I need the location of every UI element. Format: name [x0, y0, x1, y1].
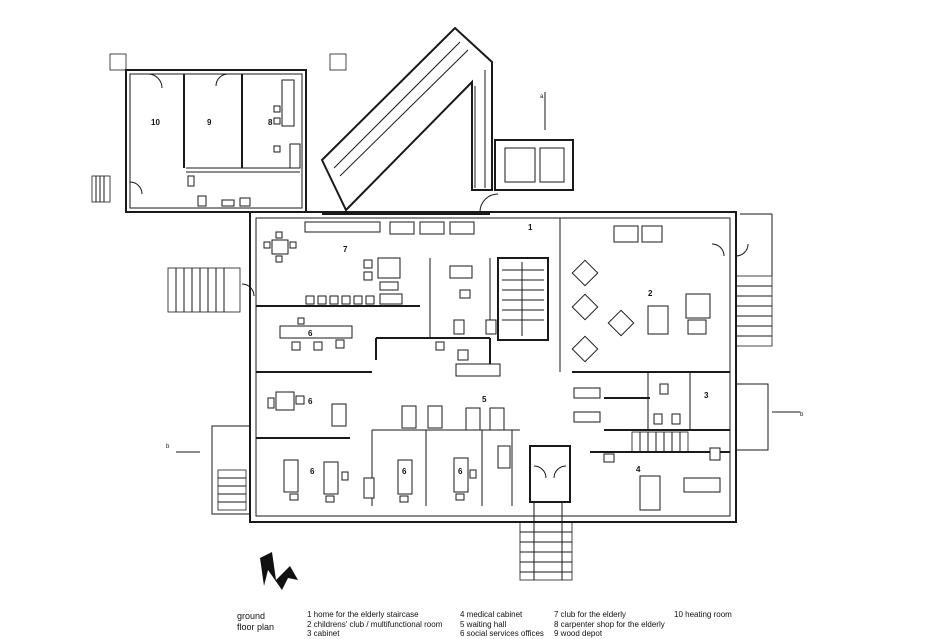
plan-title: ground floor plan	[237, 611, 274, 633]
north-arrow-icon	[260, 552, 298, 590]
legend-item: 9 wood depot	[554, 629, 603, 638]
legend-item: 8 carpenter shop for the elderly	[554, 619, 665, 629]
room-label-10: 10	[151, 118, 160, 127]
legend-column-4: 10 heating room	[674, 610, 732, 620]
room-label-7: 7	[343, 245, 348, 254]
room-label-9: 9	[207, 118, 212, 127]
legend-item: 6 social services offices	[460, 629, 544, 638]
legend-item: 7 club for the elderly	[554, 610, 627, 619]
legend-column-3: 7 club for the elderly 8 carpenter shop …	[554, 610, 665, 639]
legend-item: 3 cabinet	[307, 629, 340, 638]
legend-item: 5 waiting hall	[460, 619, 507, 629]
section-markers: a b b	[166, 94, 804, 453]
legend-column-1: 1 home for the elderly staircase 2 child…	[307, 610, 442, 639]
section-marker-b-right: b	[800, 412, 804, 418]
plan-title-line2: floor plan	[237, 622, 275, 632]
section-marker-a-top: a	[540, 94, 544, 100]
room-labels: 1 2 3 4 5 6 6 6 6 6 7 8 9 10	[151, 118, 709, 476]
furniture	[263, 225, 721, 511]
room-label-3: 3	[704, 391, 709, 400]
legend-item: 2 childrens' club / multifunctional room	[307, 619, 443, 629]
legend-item: 4 medical cabinet	[460, 610, 523, 619]
room-label-4: 4	[636, 465, 641, 474]
room-label-2: 2	[648, 289, 653, 298]
stair-tower	[494, 92, 574, 191]
plan-title-line1: ground	[237, 611, 266, 621]
room-label-6c: 6	[310, 467, 315, 476]
room-label-6b: 6	[308, 397, 313, 406]
legend-item: 10 heating room	[674, 610, 732, 619]
room-label-6d: 6	[402, 467, 407, 476]
room-label-6e: 6	[458, 467, 463, 476]
section-marker-b-left: b	[166, 444, 170, 450]
annex-walls	[91, 53, 347, 213]
room-label-8: 8	[268, 118, 273, 127]
room-label-6a: 6	[308, 329, 313, 338]
diagonal-ramp	[320, 26, 499, 213]
room-label-5: 5	[482, 395, 487, 404]
main-walls	[167, 211, 773, 581]
legend-column-2: 4 medical cabinet 5 waiting hall 6 socia…	[460, 610, 544, 639]
legend-item: 1 home for the elderly staircase	[307, 610, 419, 619]
room-label-1: 1	[528, 223, 533, 232]
